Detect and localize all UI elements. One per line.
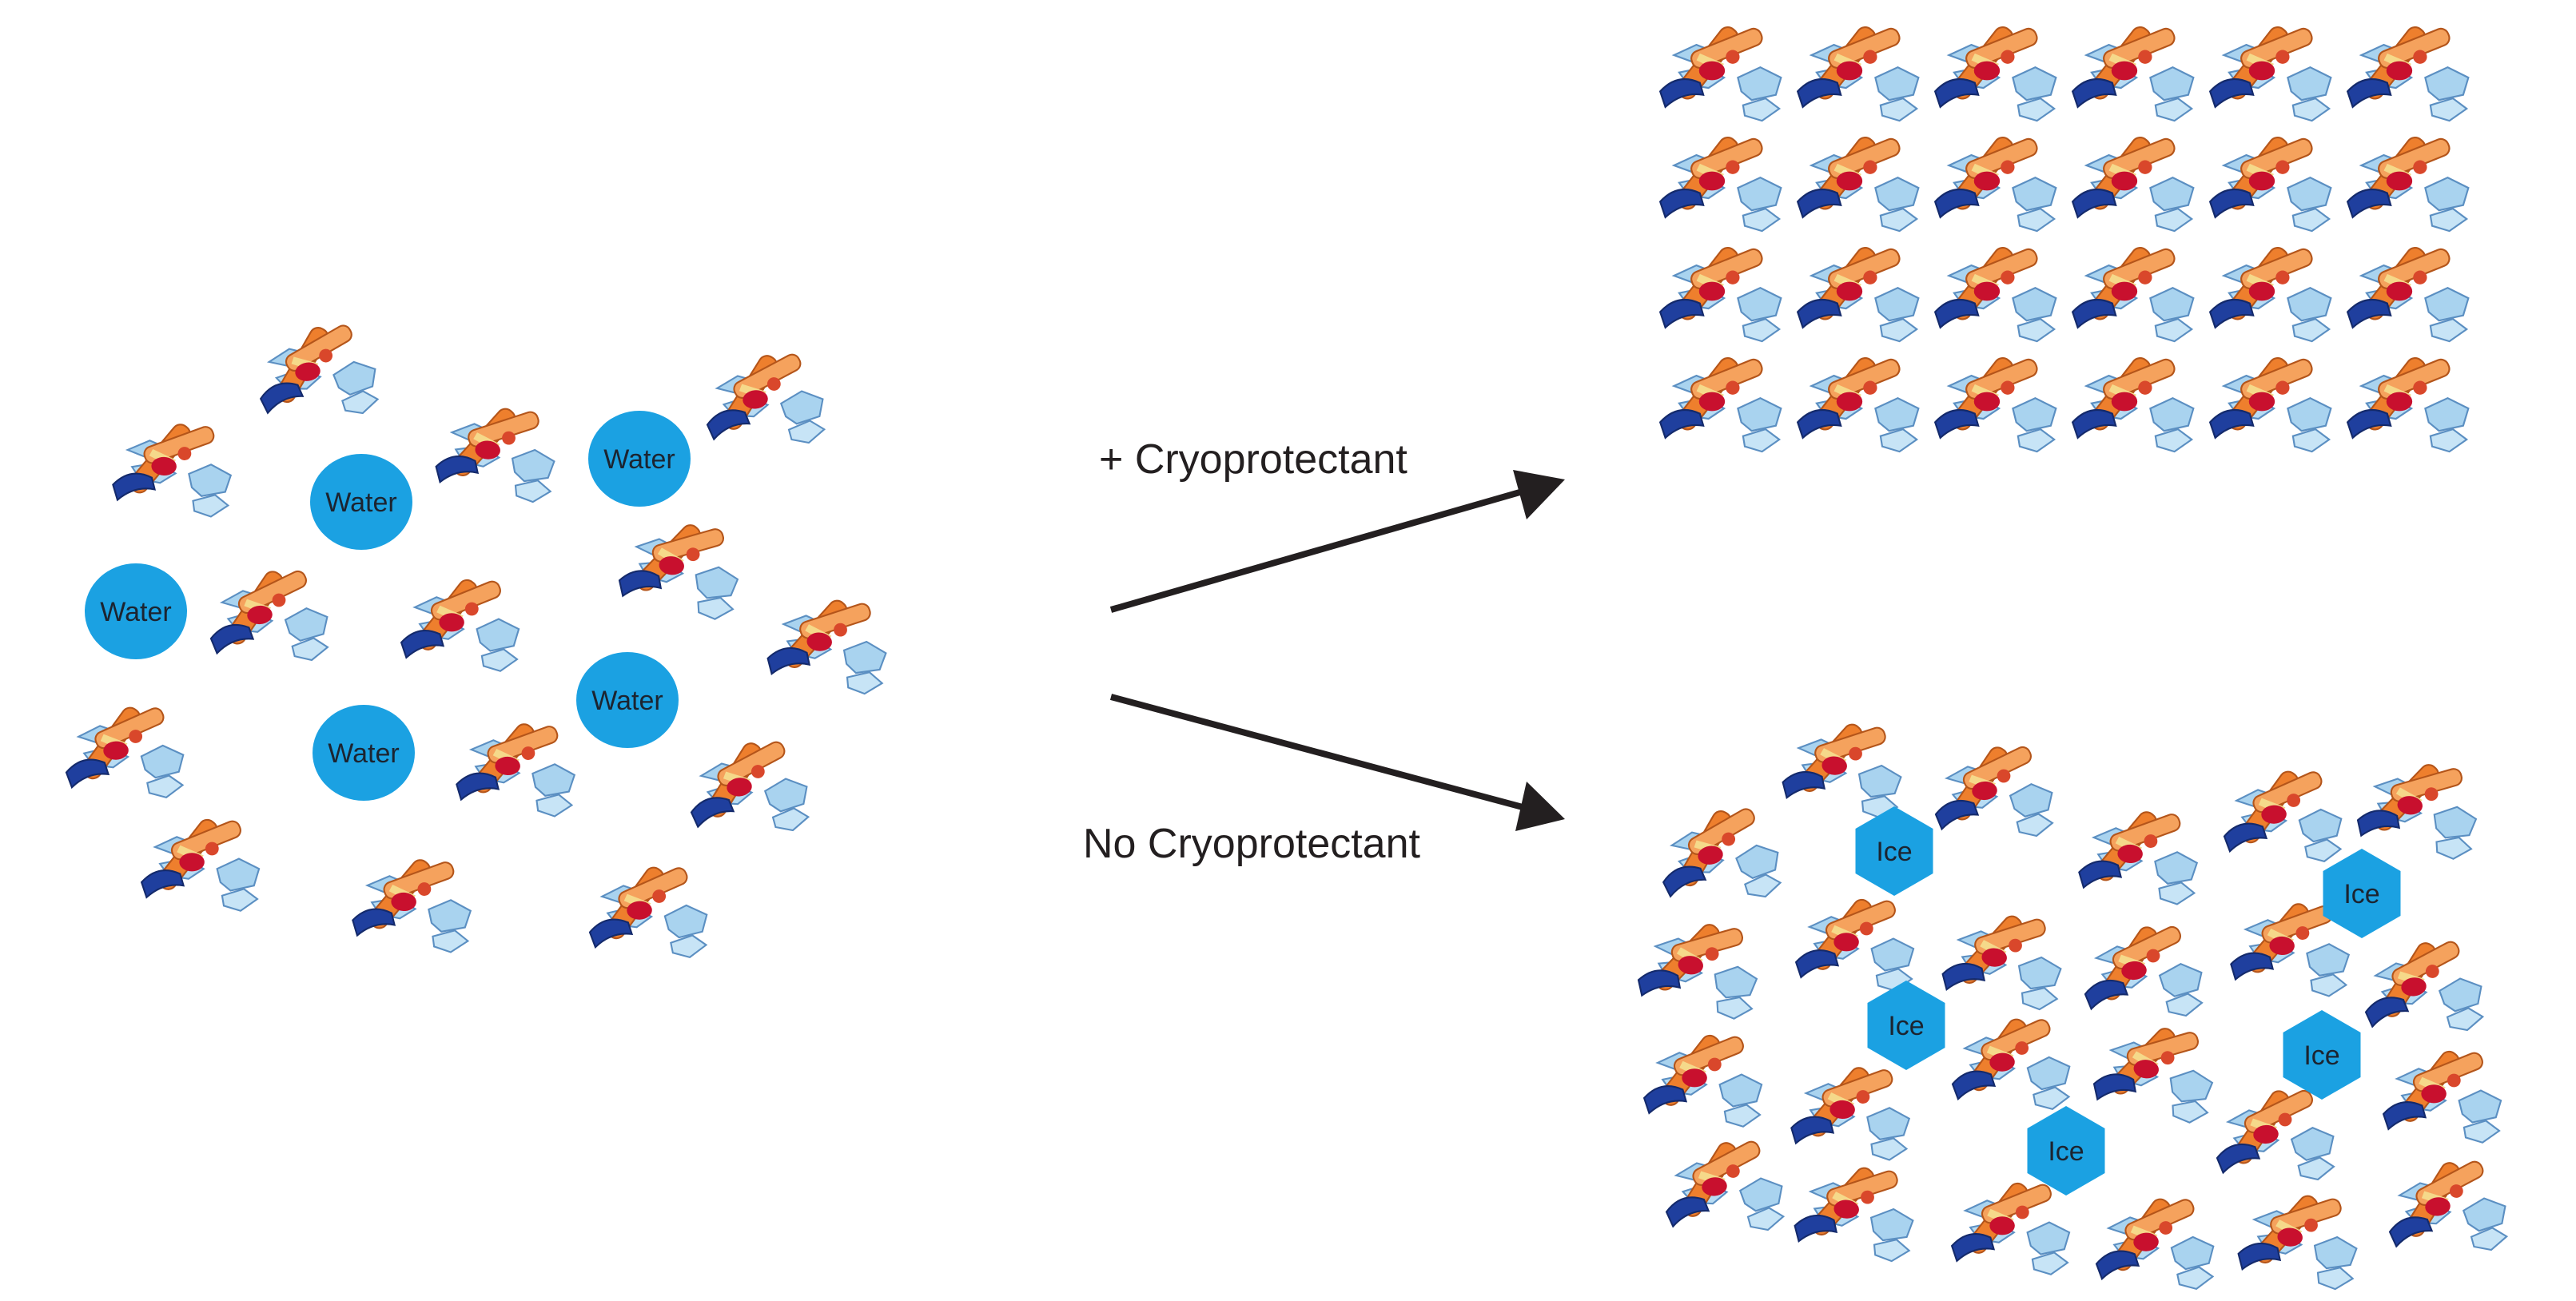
protein-icon — [1951, 1179, 2071, 1275]
protein-icon — [63, 702, 186, 802]
protein-icon — [1949, 1013, 2072, 1114]
protein-icon — [2072, 243, 2195, 343]
protein-icon — [1659, 353, 1782, 453]
protein-icon — [2209, 133, 2332, 233]
water-circle: Water — [588, 411, 691, 507]
protein-icon — [1658, 1133, 1787, 1242]
ice-label: Ice — [2048, 1136, 2084, 1167]
protein-icon — [1930, 739, 2056, 844]
protein-icon — [2347, 353, 2470, 453]
ice-label: Ice — [1888, 1011, 1924, 1041]
protein-icon — [1795, 895, 1915, 992]
protein-icon — [1934, 133, 2057, 233]
protein-icon — [615, 514, 744, 623]
protein-icon — [2072, 133, 2195, 233]
protein-icon — [2347, 22, 2470, 122]
protein-icon — [205, 563, 332, 668]
protein-icon — [141, 815, 261, 912]
protein-icon — [2077, 806, 2200, 906]
water-label: Water — [328, 738, 399, 769]
protein-icon — [1659, 243, 1782, 343]
protein-icon — [765, 591, 891, 696]
protein-icon — [1643, 1031, 1763, 1128]
arrow-down — [1109, 694, 1565, 831]
protein-icon — [2347, 133, 2470, 233]
water-circle: Water — [310, 454, 412, 550]
protein-icon — [455, 718, 578, 818]
protein-icon — [699, 346, 828, 455]
protein-icon — [2209, 243, 2332, 343]
protein-icon — [2090, 1017, 2219, 1126]
protein-icon — [2354, 754, 2482, 862]
protein-icon — [2347, 243, 2470, 343]
protein-icon — [2382, 1153, 2510, 1262]
top-right-panel — [1659, 22, 2470, 453]
protein-icon — [1780, 715, 1906, 820]
protein-icon — [433, 400, 559, 504]
water-circle: Water — [576, 652, 679, 748]
protein-icon — [1790, 1061, 1913, 1162]
ice-hexagon: Ice — [1867, 981, 1945, 1070]
protein-icon — [1792, 1159, 1918, 1263]
protein-icon — [2236, 1187, 2362, 1291]
protein-icon — [1797, 353, 1920, 453]
protein-icon — [2080, 919, 2206, 1024]
ice-hexagon: Ice — [1855, 806, 1933, 896]
protein-icon — [111, 418, 234, 519]
protein-icon — [400, 575, 520, 672]
ice-hexagon: Ice — [2283, 1010, 2361, 1100]
with-cryoprotectant-label: + Cryoprotectant — [1099, 436, 1407, 483]
water-label: Water — [603, 444, 675, 475]
water-label: Water — [100, 597, 171, 627]
protein-icon — [1797, 133, 1920, 233]
protein-icon — [1653, 799, 1785, 912]
water-label: Water — [591, 686, 663, 716]
protein-icon — [1940, 907, 2066, 1012]
protein-icon — [1934, 243, 2057, 343]
protein-icon — [2209, 22, 2332, 122]
protein-icon — [2383, 1047, 2502, 1144]
protein-icon — [2072, 353, 2195, 453]
protein-icon — [351, 853, 474, 954]
protein-icon — [683, 734, 812, 842]
ice-label: Ice — [1876, 837, 1912, 867]
protein-icon — [1934, 353, 2057, 453]
protein-icon — [2221, 766, 2344, 866]
protein-icon — [2209, 353, 2332, 453]
ice-label: Ice — [2343, 879, 2379, 909]
protein-icon — [1934, 22, 2057, 122]
protein-icon — [1797, 243, 1920, 343]
protein-icon — [1659, 133, 1782, 233]
protein-icon — [2212, 1083, 2338, 1188]
water-label: Water — [325, 487, 396, 518]
ice-hexagon: Ice — [2323, 849, 2401, 938]
no-cryoprotectant-label: No Cryoprotectant — [1083, 821, 1421, 867]
water-circle: Water — [85, 563, 187, 659]
protein-icon — [1659, 22, 1782, 122]
protein-icon — [1797, 22, 1920, 122]
water-circle: Water — [313, 705, 415, 801]
arrow-up — [1109, 470, 1565, 613]
protein-icon — [250, 316, 382, 428]
protein-icon — [1634, 913, 1763, 1022]
protein-icon — [2358, 933, 2486, 1042]
protein-icon — [2072, 22, 2195, 122]
protein-icon — [587, 861, 710, 962]
ice-hexagon: Ice — [2027, 1106, 2105, 1196]
protein-icon — [2093, 1193, 2216, 1294]
ice-label: Ice — [2303, 1040, 2339, 1071]
